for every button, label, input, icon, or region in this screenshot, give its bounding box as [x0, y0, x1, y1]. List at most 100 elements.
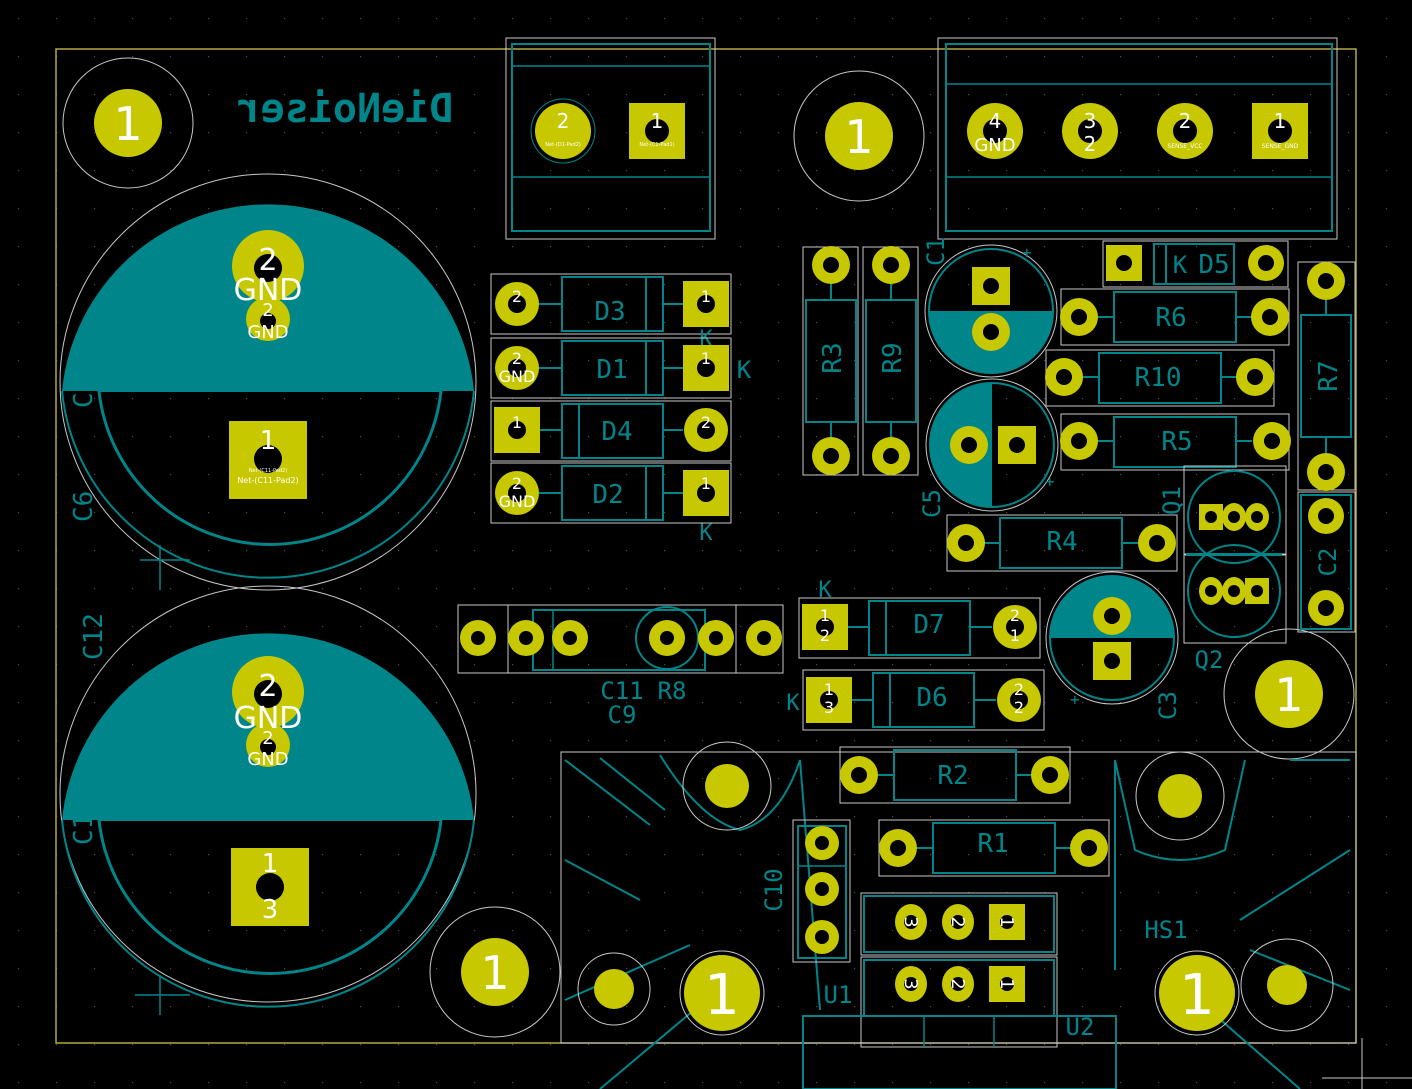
resistor-r1[interactable]: R1 [878, 819, 1110, 877]
capacitor-c10[interactable]: C10 [760, 819, 851, 963]
r10-ref: R10 [1135, 363, 1182, 393]
j2-pin4-net: GND [974, 135, 1015, 156]
resistor-r9[interactable]: R9 [862, 246, 919, 476]
d7-pin2-net: 1 [1010, 626, 1020, 645]
j2-pin1-label: 1 [1274, 109, 1287, 133]
d3-pin-a: 2 [512, 287, 522, 306]
j2-pin2-label: 2 [1179, 109, 1192, 133]
capacitor-c3[interactable]: + C3 [1045, 571, 1182, 720]
r3-ref: R3 [818, 342, 848, 373]
r9-ref: R9 [878, 342, 908, 373]
u2-ref: U2 [1066, 1013, 1095, 1041]
resistor-r6[interactable]: R6 [1060, 288, 1290, 346]
c12-pin1-label: 1 [262, 849, 279, 879]
j2-pin1-net: SENSE_GND [1262, 143, 1299, 150]
hs1-ref: HS1 [1144, 916, 1187, 944]
c13-ref: C13 [69, 798, 99, 845]
d1-pin-k: 1 [701, 349, 711, 368]
d4-pin-k: 2 [701, 413, 711, 432]
transistor-q1[interactable]: Q1 [1158, 465, 1287, 564]
mounting-hole[interactable]: 1 [429, 906, 561, 1038]
u1-pin1-label: 1 [996, 916, 1017, 927]
c7-pin2-label: 2 [262, 300, 273, 321]
d2-pin-k: 1 [701, 474, 711, 493]
d1-gnd: GND [499, 367, 536, 386]
r5-ref: R5 [1161, 427, 1192, 457]
diode-d4[interactable]: D4 1 2 [490, 400, 732, 462]
diode-d6[interactable]: D6 K 1 3 2 2 [786, 669, 1045, 731]
capacitor-c2[interactable]: C2 [1297, 491, 1356, 633]
regulator-u2[interactable]: 3 2 1 U2 [802, 956, 1117, 1089]
resistor-r4[interactable]: R4 [946, 514, 1178, 572]
c1-plus-mark: + [1022, 243, 1032, 262]
heatsink-hs1[interactable]: 1 1 HS1 [560, 741, 1357, 1089]
d6-k-label: K [786, 691, 800, 716]
resistor-r3[interactable]: R3 [802, 246, 859, 476]
c12-pin2-label: 2 [258, 669, 277, 704]
resistor-r10[interactable]: R10 [1045, 349, 1275, 407]
diode-d1[interactable]: D1 2 GND 1 K [490, 337, 752, 399]
d1-k-label: K [737, 356, 752, 384]
mounting-hole-label: 1 [113, 97, 142, 151]
diode-d5[interactable]: K D5 [1102, 240, 1289, 288]
d2-ref: D2 [592, 480, 623, 510]
diode-d2[interactable]: D2 2 GND 1 K [490, 462, 732, 546]
d2-k-label: K [699, 521, 713, 546]
mounting-hole[interactable]: 1 [793, 70, 925, 202]
mounting-hole[interactable]: 1 [62, 57, 194, 189]
resistor-r2[interactable]: R2 [839, 746, 1071, 804]
resistor-r5[interactable]: R5 [1060, 413, 1291, 471]
c5-ref: C5 [918, 489, 946, 518]
c6-ref: C6 [69, 491, 99, 522]
capacitor-c5[interactable]: + C5 [918, 378, 1059, 518]
capacitor-c6-c7[interactable]: 2 GND 2 GND 1 Net-(C11-Pad2) Net-(C11-Pa… [59, 173, 477, 591]
resistor-r7[interactable]: R7 [1297, 261, 1356, 491]
q2-ref: Q2 [1195, 646, 1224, 674]
c13-gnd-label: GND [247, 749, 288, 770]
r7-ref: R7 [1314, 360, 1344, 391]
d6-pin1: 1 [824, 680, 834, 699]
capacitor-c12-c13[interactable]: 2 GND 2 GND 1 3 [59, 585, 477, 1015]
c9-ref: C9 [608, 701, 637, 729]
d7-pin1: 1 [820, 606, 830, 625]
c13-pin1-label: 3 [262, 895, 279, 925]
capacitor-c1[interactable]: + C1 [922, 237, 1058, 378]
j2-pin3-net: 2 [1084, 132, 1097, 156]
d7-pin2: 2 [1010, 606, 1020, 625]
connector-j1[interactable]: 2 1 Net-(D1-Pad2) Net-(C1-Pad1) [505, 37, 716, 240]
u2-pin1-label: 1 [996, 978, 1017, 989]
mounting-hole[interactable]: 1 [1223, 628, 1355, 760]
d6-pin2: 2 [1014, 680, 1024, 699]
d7-k-label: K [818, 578, 832, 603]
component-row-c11-r8-c9[interactable]: C11 R8 C9 [457, 604, 784, 729]
j1-pin1-label: 1 [651, 109, 664, 133]
d4-ref: D4 [601, 417, 632, 447]
mounting-hole-label: 1 [844, 110, 873, 164]
r4-ref: R4 [1046, 527, 1077, 557]
c12-ref: C12 [79, 613, 109, 660]
d7-pin1-net: 2 [820, 626, 830, 645]
j1-pin1-net: Net-(C1-Pad1) [639, 142, 674, 148]
diode-d3[interactable]: D3 2 1 K [490, 273, 732, 352]
c6-gnd-label: GND [234, 273, 303, 308]
d7-ref: D7 [913, 610, 944, 640]
u1-pin2-label: 2 [947, 916, 968, 927]
diode-d7[interactable]: D7 K 1 2 2 1 [798, 578, 1041, 659]
connector-j2[interactable]: 4 GND 3 2 2 SENSE_VCC 1 SENSE_GND [937, 37, 1338, 240]
q1-ref: Q1 [1158, 486, 1186, 515]
d5-k-label: K [1173, 251, 1188, 279]
transistor-q2[interactable]: Q2 [1183, 544, 1287, 674]
regulator-u1[interactable]: 3 2 1 U1 [824, 892, 1058, 1009]
d5-ref: D5 [1198, 250, 1229, 280]
c13-pin2-label: 2 [262, 728, 273, 749]
d6-ref: D6 [916, 683, 947, 713]
r2-ref: R2 [937, 761, 968, 791]
j1-pin2-label: 2 [557, 109, 570, 133]
c7-ref: C7 [69, 377, 99, 408]
c6-net-label: Net-(C11-Pad2) [237, 476, 298, 485]
hs1-pad-left-label: 1 [704, 963, 740, 1028]
d2-gnd: GND [499, 492, 536, 511]
c11-ref: C11 [600, 677, 643, 705]
d1-ref: D1 [596, 355, 627, 385]
